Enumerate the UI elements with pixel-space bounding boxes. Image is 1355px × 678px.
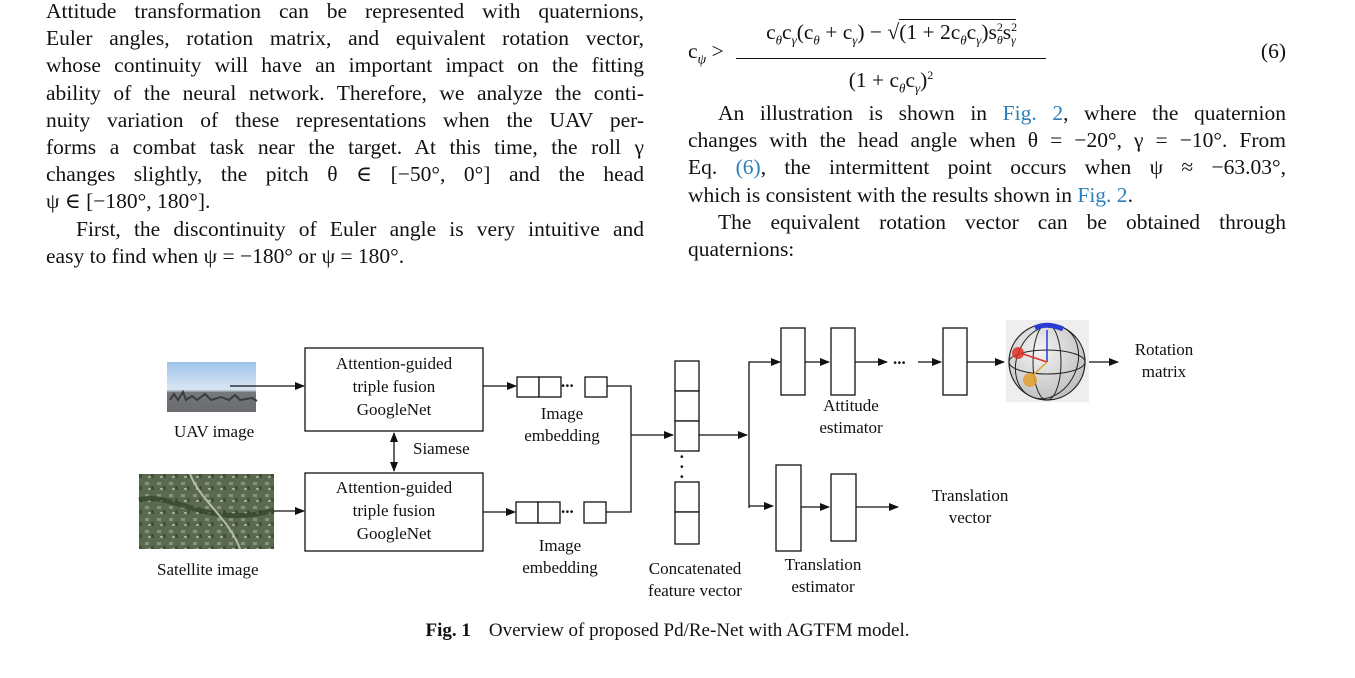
text-line: An illustration is shown in Fig. 2, wher… bbox=[718, 101, 1286, 125]
text-line: which is consistent with the results sho… bbox=[688, 182, 1133, 207]
uav-image-label: UAV image bbox=[174, 422, 255, 441]
siamese-label: Siamese bbox=[413, 439, 470, 458]
fig2-link[interactable]: Fig. 2 bbox=[1002, 101, 1064, 125]
equation-numerator: cθcγ(cθ + cγ) − √(1 + 2cθcγ)s2θs2γ bbox=[736, 14, 1046, 59]
rotation-sphere-plot bbox=[1006, 320, 1089, 402]
text-line: The equivalent rotation vector can be ob… bbox=[718, 209, 1286, 234]
left-column: Attitude transformation can be represent… bbox=[46, 0, 644, 270]
equation-6: cψ > cθcγ(cθ + cγ) − √(1 + 2cθcγ)s2θs2γ … bbox=[688, 0, 1286, 95]
fusion-box-top bbox=[304, 347, 484, 432]
eq6-link[interactable]: (6) bbox=[735, 155, 761, 180]
caption-text: Overview of proposed Pd/Re-Net with AGTF… bbox=[488, 620, 910, 641]
equation-fraction: cθcγ(cθ + cγ) − √(1 + 2cθcγ)s2θs2γ (1 + … bbox=[736, 14, 1046, 101]
text-line: easy to find when ψ = −180° or ψ = 180°. bbox=[46, 243, 405, 268]
right-column: cψ > cθcγ(cθ + cγ) − √(1 + 2cθcγ)s2θs2γ … bbox=[688, 0, 1286, 263]
caption-label: Fig. 1 bbox=[425, 620, 471, 641]
satellite-image bbox=[138, 473, 275, 550]
translation-estimator bbox=[775, 464, 857, 552]
ellipsis: ... bbox=[561, 498, 574, 517]
concatenated-feature-vector bbox=[674, 360, 700, 545]
satellite-image-label: Satellite image bbox=[157, 560, 259, 579]
text-line: Eq. (6), the intermittent point occurs w… bbox=[688, 155, 1286, 180]
text-line: Euler angles, rotation matrix, and equiv… bbox=[46, 26, 644, 51]
text-line: ability of the neural network. Therefore… bbox=[46, 80, 644, 105]
image-embedding-top bbox=[516, 376, 608, 398]
text-line: First, the discontinuity of Euler angle … bbox=[76, 216, 644, 241]
image-embedding-bottom bbox=[515, 501, 607, 524]
figure-caption: Fig. 1 Overview of proposed Pd/Re-Net wit… bbox=[0, 620, 1335, 642]
text-line: changes with the head angle when θ = −20… bbox=[688, 128, 1286, 153]
text-line: whose continuity will have an important … bbox=[46, 53, 644, 78]
uav-image bbox=[167, 362, 258, 412]
equation-number: (6) bbox=[1260, 39, 1286, 63]
text-line: changes slightly, the pitch θ ∈ [−50°, 0… bbox=[46, 162, 644, 187]
text-line: ψ ∈ [−180°, 180°]. bbox=[46, 189, 211, 214]
text-line: nuity variation of these representations… bbox=[46, 107, 644, 132]
ellipsis-vertical: ··· bbox=[679, 447, 685, 486]
ellipsis: ... bbox=[561, 372, 574, 391]
equation-denominator: (1 + cθcγ)2 bbox=[848, 67, 934, 96]
text-line: quaternions: bbox=[688, 237, 795, 262]
text-line: forms a combat task near the target. At … bbox=[46, 135, 644, 160]
fusion-box-bottom bbox=[304, 472, 484, 552]
text-line: Attitude transformation can be represent… bbox=[46, 0, 644, 23]
fig2-link[interactable]: Fig. 2 bbox=[1077, 182, 1128, 207]
ellipsis: ... bbox=[893, 349, 906, 368]
equation-lhs: cψ > bbox=[688, 39, 724, 68]
architecture-diagram bbox=[138, 320, 1119, 552]
